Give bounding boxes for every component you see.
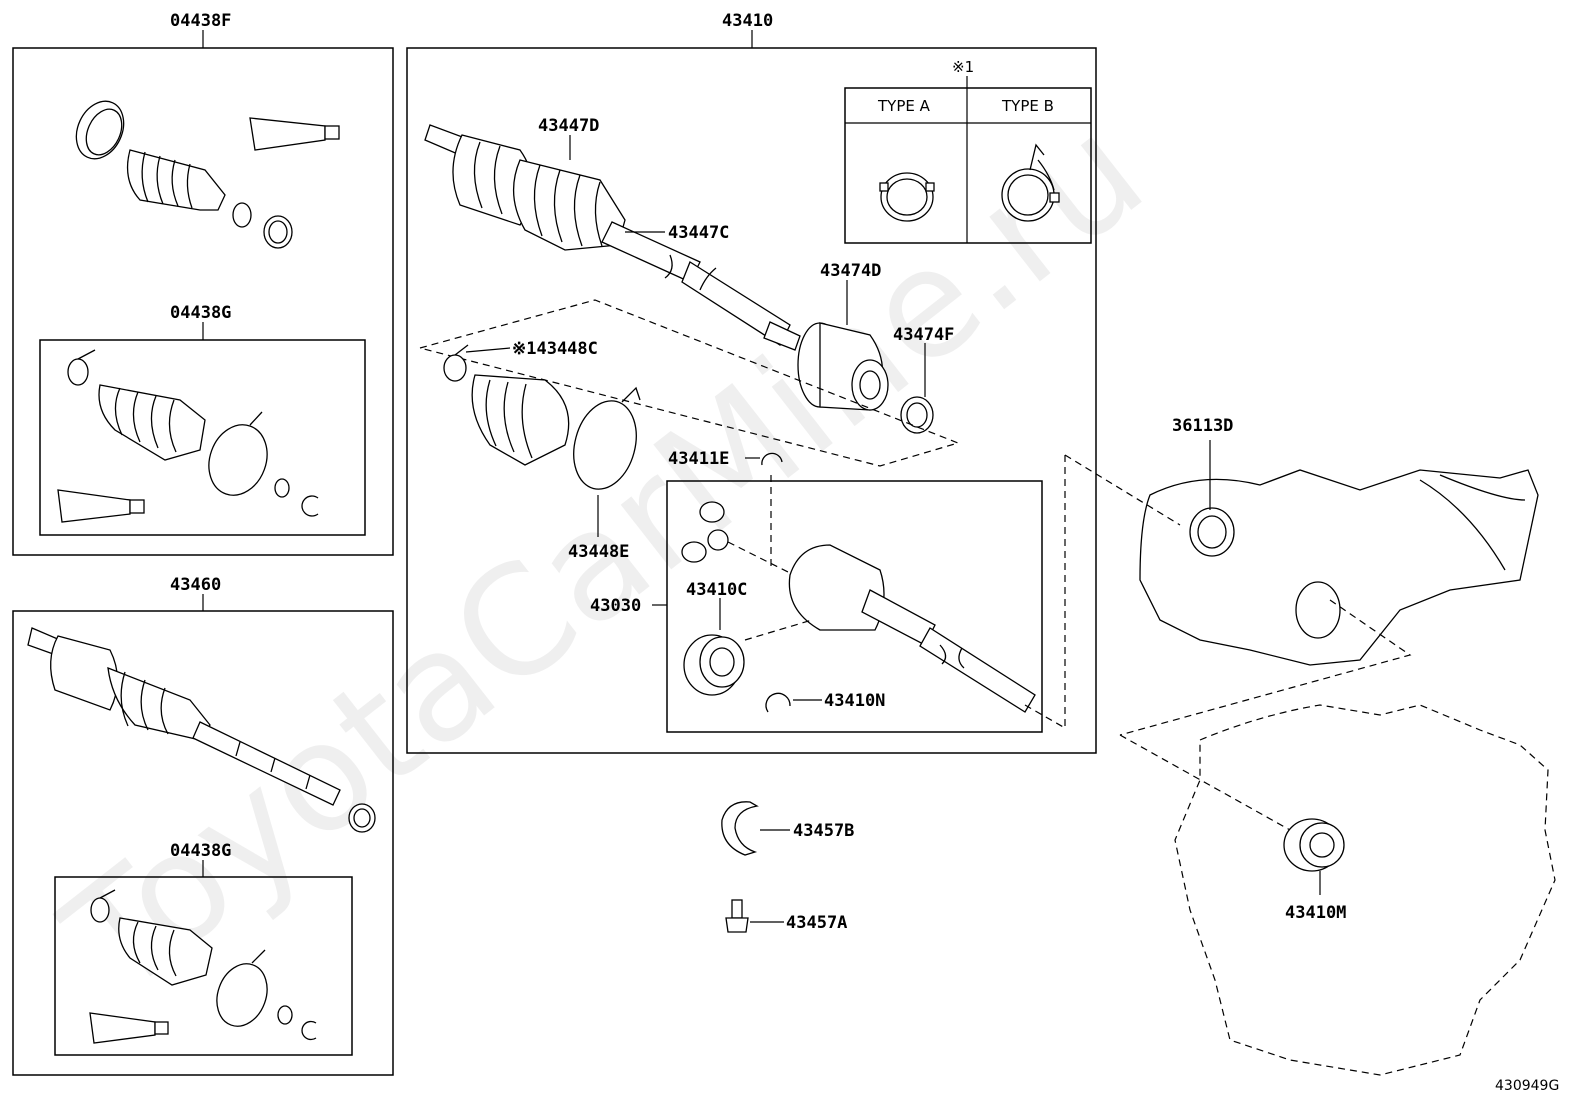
outer-joint-icon: [424, 124, 534, 226]
boot-icon: [118, 917, 213, 986]
part-43457a-label[interactable]: 43457A: [786, 913, 847, 933]
snap-ring-icon: [232, 202, 252, 228]
grease-tube-icon: [249, 117, 340, 151]
boot-clamp-icon: [67, 349, 96, 386]
part-43410m-label[interactable]: 43410M: [1285, 903, 1346, 923]
shaft-43410-group: 43410 ※1 TYPE A TYPE B: [406, 11, 1097, 754]
inner-boot-icon: [471, 374, 570, 466]
c-clip-icon: [301, 1020, 317, 1041]
figure-code: 430949G: [1495, 1078, 1559, 1094]
part-43410c-label[interactable]: 43410C: [686, 580, 747, 600]
housing-link-outline: [1119, 599, 1412, 736]
kit-04438g-lower-label[interactable]: 04438G: [170, 841, 231, 861]
band-ring-inner-icon: [268, 220, 288, 244]
part-43410n-label[interactable]: 43410N: [824, 691, 885, 711]
bearing-43410c-icon: [683, 634, 745, 696]
grease-tube-icon: [89, 1012, 169, 1044]
assembly-outline: [417, 299, 960, 467]
c-clip-icon: [301, 495, 319, 517]
shaft-43460-label[interactable]: 43460: [170, 575, 221, 595]
grease-tube-icon: [57, 489, 145, 523]
shaft-43410-label[interactable]: 43410: [722, 11, 773, 31]
type-a-label: TYPE A: [877, 97, 931, 115]
part-36113d-label[interactable]: 36113D: [1172, 416, 1233, 436]
type-b-clamp-icon: [1001, 143, 1060, 222]
part-43474f-label[interactable]: 43474F: [893, 325, 954, 345]
bolt-43457a-icon: [725, 899, 749, 933]
kit-04438f-box: [12, 47, 394, 556]
type-a-clamp-icon: [879, 172, 935, 222]
note-marker: ※1: [952, 58, 974, 76]
part-43448c-label[interactable]: ※143448C: [512, 339, 598, 359]
shaft-bar-icon: [601, 221, 801, 351]
inner-joint-housing-icon: [788, 544, 1036, 713]
retaining-clip-43457b-icon: [721, 801, 759, 856]
snap-ring-icon: [277, 1005, 293, 1025]
transaxle-housing-icon: [1064, 454, 1539, 728]
drive-shaft-icon: [27, 627, 341, 806]
band-clamp-icon: [216, 949, 268, 1027]
part-43448e-label[interactable]: 43448E: [568, 542, 629, 562]
boot-clamp-icon: [90, 889, 116, 923]
part-43457b-label[interactable]: 43457B: [793, 821, 854, 841]
part-43447d-label[interactable]: 43447D: [538, 116, 599, 136]
kit-04438f-group: 04438F 04438G: [12, 11, 394, 556]
inner-joint-box: [666, 480, 1043, 733]
clamp-band-icon: [75, 100, 125, 160]
ring-43474f-icon: [900, 396, 934, 434]
snap-ring-43411e-icon: [761, 452, 783, 466]
kit-04438g-upper-label[interactable]: 04438G: [170, 303, 231, 323]
part-43411e-label[interactable]: 43411E: [668, 449, 729, 469]
band-clamp-icon: [208, 411, 268, 496]
boot-icon: [98, 384, 206, 461]
band-43448e-icon: [573, 386, 641, 490]
type-b-label: TYPE B: [1001, 97, 1054, 115]
shaft-ring-inner-icon: [353, 808, 371, 828]
snap-ring-43410n-icon: [765, 692, 791, 713]
part-43474d-label[interactable]: 43474D: [820, 261, 881, 281]
kit-04438f-label[interactable]: 04438F: [170, 11, 231, 31]
boot-icon: [126, 149, 226, 211]
type-note-box: ※1 TYPE A TYPE B: [844, 58, 1092, 244]
shaft-43460-group: 43460 04438G: [12, 575, 394, 1076]
snap-ring-icon: [274, 478, 290, 498]
tripod-icon: [681, 501, 729, 563]
part-43030-label[interactable]: 43030: [590, 596, 641, 616]
part-43447c-label[interactable]: 43447C: [668, 223, 729, 243]
transmission-case-icon: [1119, 704, 1556, 1076]
clamp-43448c-icon: [443, 344, 469, 382]
seal-36113d-icon: [1189, 507, 1235, 557]
damper-43474d-icon: [797, 322, 889, 411]
